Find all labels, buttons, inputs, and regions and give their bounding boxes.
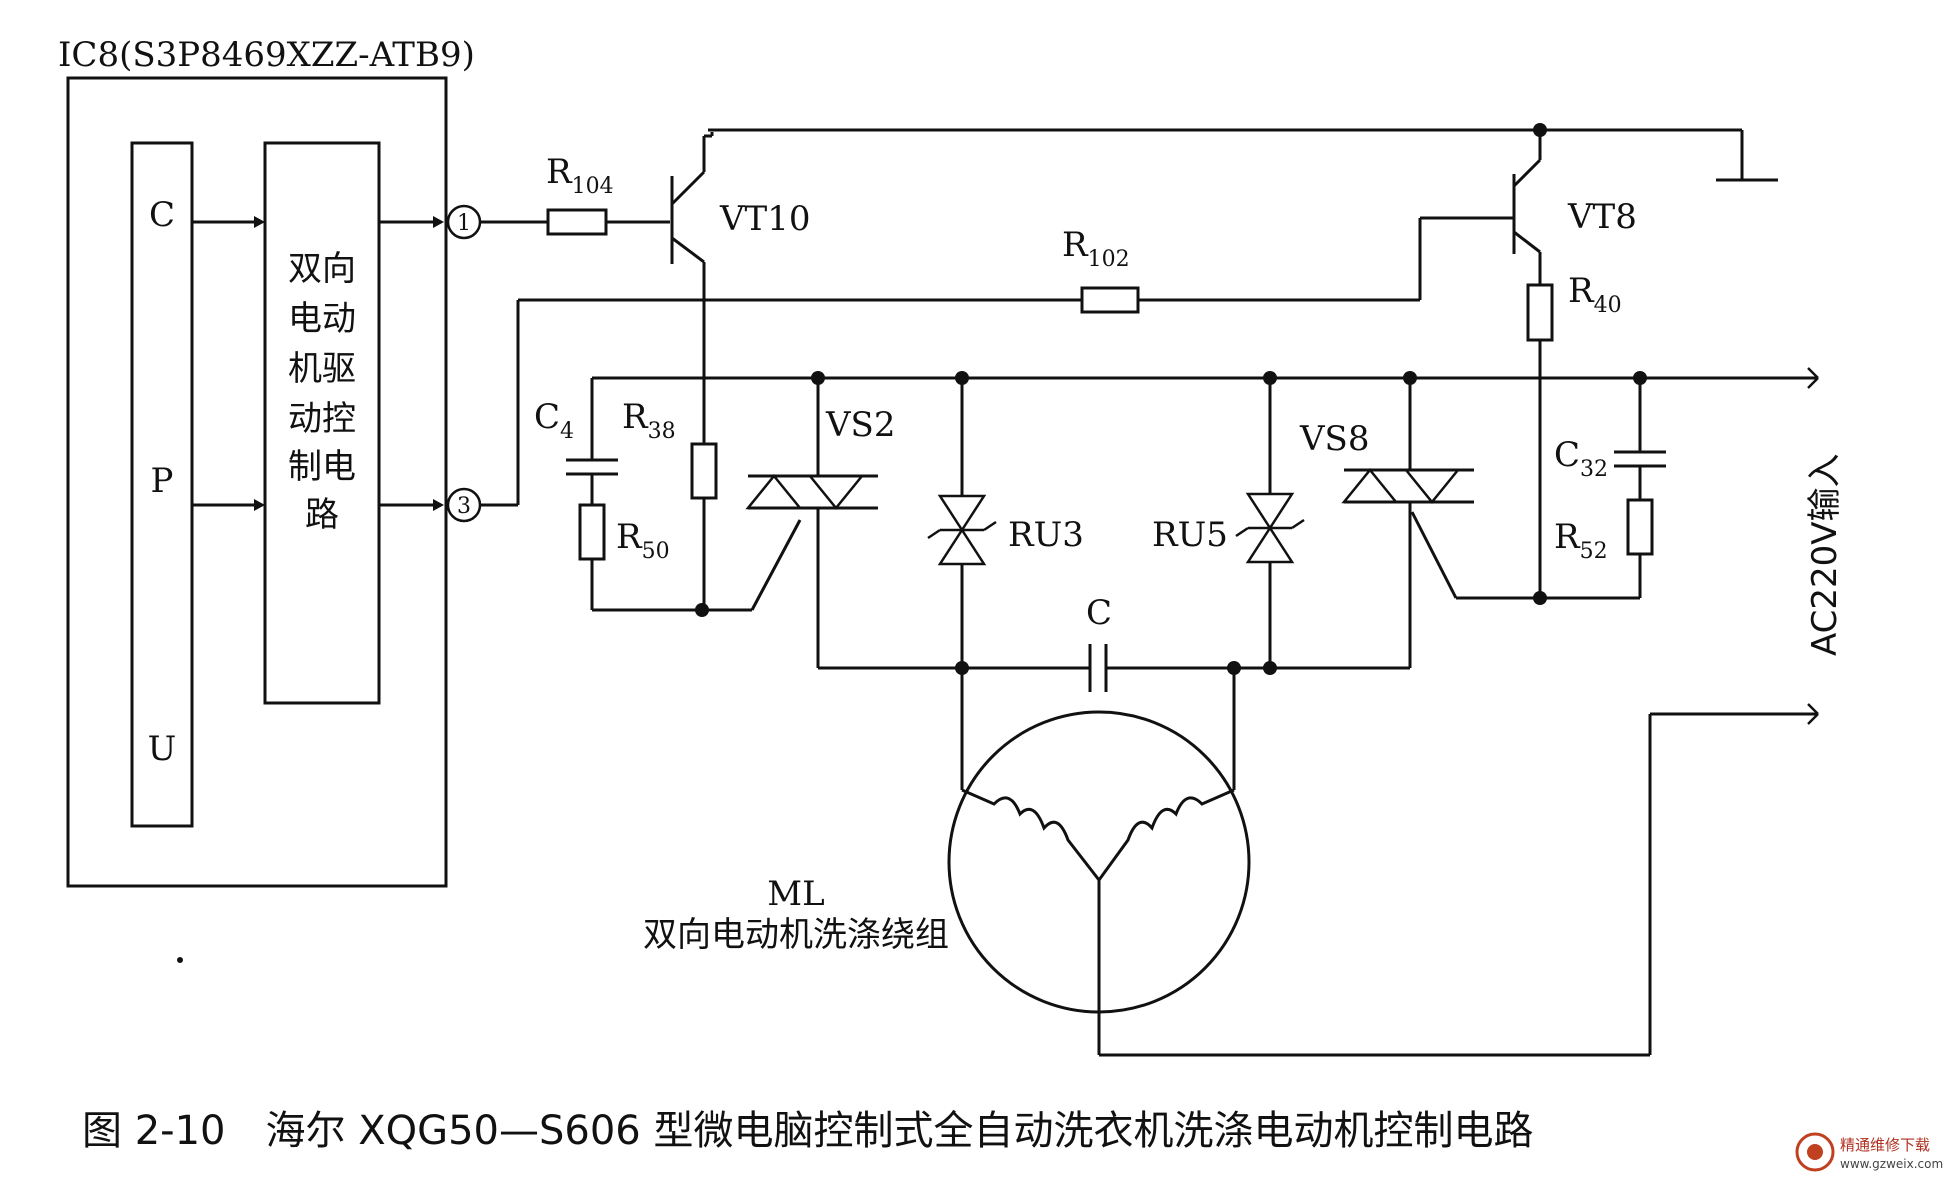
- watermark-url: www.gzweix.com: [1840, 1157, 1943, 1171]
- r50-label: R50: [616, 517, 670, 564]
- ic8-label: IC8(S3P8469XZZ-ATB9): [58, 35, 475, 75]
- winding-right: [1097, 788, 1235, 881]
- watermark-logo: [1795, 1132, 1835, 1172]
- c4-label: C4: [534, 397, 574, 444]
- driver-line-5: 制电: [288, 447, 356, 487]
- driver-line-3: 机驱: [288, 349, 356, 389]
- vt8-label: VT8: [1567, 197, 1637, 237]
- ic8-box: [66, 76, 448, 888]
- driver-line-4: 动控: [288, 399, 356, 439]
- winding-left: [961, 788, 1101, 881]
- r38-label: R38: [622, 397, 676, 444]
- ru5-label: RU5: [1152, 515, 1228, 555]
- ru3-varistor: [937, 494, 987, 533]
- ac-input-label: AC220V输入: [1805, 453, 1845, 656]
- r52-resistor: [1626, 498, 1654, 556]
- motor-name: ML: [767, 874, 824, 914]
- r38-resistor: [690, 442, 718, 500]
- driver-block: [263, 141, 381, 705]
- driver-line-1: 双向: [288, 249, 356, 289]
- cpu-letter-u: U: [148, 729, 177, 769]
- vt10-label: VT10: [719, 199, 811, 239]
- r104-resistor: [546, 208, 608, 236]
- r40-label: R40: [1568, 271, 1622, 318]
- c-label: C: [1086, 593, 1112, 633]
- cpu-letter-p: P: [151, 461, 174, 501]
- vs8-label: VS8: [1299, 419, 1369, 459]
- figure-caption: 图 2-10 海尔 XQG50—S606 型微电脑控制式全自动洗衣机洗涤电动机控…: [82, 1108, 1533, 1154]
- r50-resistor: [578, 503, 606, 561]
- driver-line-6: 路: [305, 495, 339, 535]
- r102-label: R102: [1062, 225, 1130, 272]
- watermark-title: 精通维修下载: [1840, 1136, 1930, 1154]
- pin-3-label: 3: [457, 494, 471, 519]
- motor-description: 双向电动机洗涤绕组: [643, 915, 949, 955]
- arrow-head: [433, 216, 444, 228]
- arrow-head: [254, 499, 265, 511]
- vs2-label: VS2: [825, 405, 895, 445]
- c32-label: C32: [1554, 435, 1608, 482]
- pin-1-label: 1: [457, 211, 471, 236]
- r52-label: R52: [1554, 517, 1608, 564]
- driver-line-2: 电动: [288, 299, 356, 339]
- ru3-label: RU3: [1008, 515, 1084, 555]
- arrow-head: [433, 499, 444, 511]
- r40-resistor: [1526, 283, 1554, 342]
- cpu-letter-c: C: [149, 195, 175, 235]
- r104-label: R104: [546, 152, 614, 199]
- ru5-varistor: [1245, 492, 1295, 531]
- r102-resistor: [1080, 286, 1140, 314]
- cpu-box: [130, 141, 194, 828]
- arrow-head: [254, 216, 265, 228]
